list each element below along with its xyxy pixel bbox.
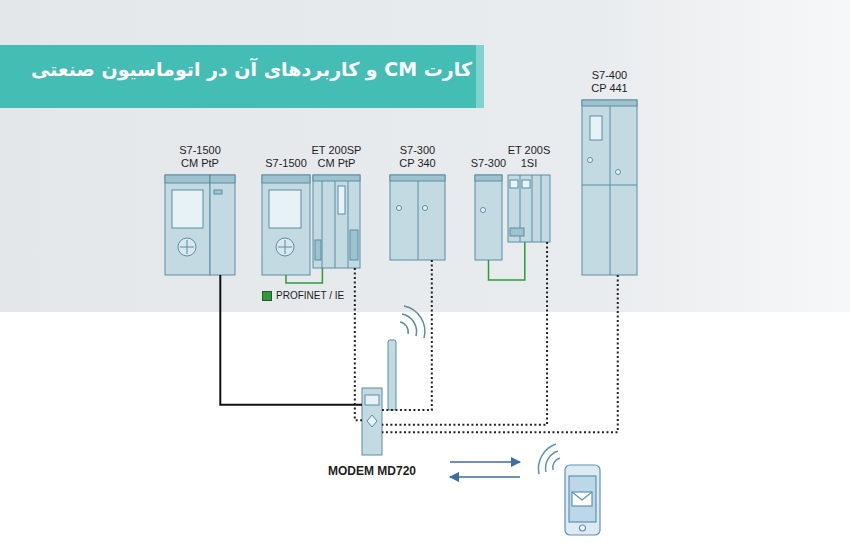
plc-s7-1500: [278, 240, 292, 254]
title-band: [0, 45, 484, 108]
device-heading: S7-400 CP 441: [587, 69, 633, 95]
modem-body: [367, 415, 377, 427]
plc-s7-400: [582, 100, 637, 275]
serial-link: [382, 242, 547, 425]
modem-body: [365, 395, 379, 405]
title-band: [0, 45, 484, 108]
plc-s7-300-cp340: [418, 175, 419, 260]
plc-device: S7-400 CP 441: [582, 100, 637, 275]
plc-s7-1500-cm: [210, 175, 235, 275]
io-station: ET 200SP CM PtP: [313, 175, 360, 268]
background: [0, 0, 850, 312]
device-heading: S7-1500 CM PtP: [174, 144, 226, 170]
background: [0, 312, 850, 550]
plc-s7-1500: [262, 175, 310, 183]
sms-arrows: [450, 462, 520, 477]
plc-s7-1500-cm: [165, 175, 210, 275]
plc-s7-1500-cm: [214, 190, 222, 194]
plc-s7-400: [588, 158, 593, 163]
plc-s7-400: [582, 100, 637, 275]
legend-swatch: [262, 291, 272, 301]
et200sp-station: [322, 178, 348, 268]
serial-link: [220, 275, 362, 405]
device-heading: S7-1500: [260, 157, 312, 170]
modem-antenna: [388, 340, 396, 410]
plc-s7-1500-cm: [180, 240, 194, 254]
plc-s7-1500: [276, 238, 294, 256]
plc-s7-300-et200s: [510, 180, 518, 188]
plc-s7-300-cp340: [397, 206, 402, 211]
mobile-phone: [538, 444, 600, 535]
serial-link: [382, 260, 432, 410]
mobile-phone: [569, 476, 596, 522]
io-station: ET 200S 1SI: [508, 175, 550, 242]
modem-antenna: [400, 306, 425, 338]
profinet-cable: [489, 242, 525, 280]
plc-s7-1500: [262, 175, 310, 275]
profinet-cable: [286, 268, 322, 283]
sms-arrows: [450, 461, 520, 463]
et200sp-station: [313, 175, 360, 268]
modem-body: [362, 388, 382, 455]
plc-device: S7-1500: [262, 175, 310, 275]
device-label: MODEM MD720: [328, 465, 416, 478]
mobile-phone: [565, 465, 600, 535]
plc-s7-300-cp340: [390, 175, 445, 260]
plc-s7-1500-cm: [210, 175, 235, 183]
title-band: [476, 45, 484, 108]
modem-body: [362, 388, 382, 455]
sms-arrows: [450, 476, 520, 478]
plc-s7-400: [590, 116, 602, 140]
plc-s7-1500-cm: [165, 175, 235, 275]
serial-link: [382, 275, 618, 432]
plc-s7-300-cp340: [390, 175, 445, 260]
et200sp-station: [338, 186, 345, 214]
legend-text: PROFINET / IE: [276, 290, 344, 301]
plc-s7-1500-cm: [165, 175, 210, 183]
mobile-phone: [572, 492, 592, 500]
et200sp-station: [313, 175, 360, 268]
plc-s7-400: [582, 100, 637, 106]
page-title: کارت CM و کاربردهای آن در اتوماسیون صنعت…: [12, 58, 472, 80]
legend: PROFINET / IE: [262, 290, 344, 301]
plc-s7-300-et200s: [475, 175, 550, 260]
et200sp-station: [313, 175, 360, 181]
plc-s7-300-et200s: [508, 175, 550, 242]
plc-s7-300-et200s: [475, 175, 502, 181]
plc-s7-300-et200s: [481, 208, 486, 213]
et200sp-station: [315, 240, 321, 260]
plc-s7-1500-cm: [172, 190, 203, 228]
plc-s7-1500: [262, 175, 310, 275]
mobile-phone: [572, 492, 592, 506]
modem-device: MODEM MD720: [362, 388, 382, 455]
modem-antenna: [388, 306, 425, 410]
plc-s7-300-et200s: [522, 180, 530, 188]
plc-s7-400: [582, 100, 637, 275]
plc-s7-400: [616, 170, 621, 175]
plc-s7-1500: [269, 190, 301, 228]
serial-link: [355, 268, 362, 420]
plc-s7-300-cp340: [423, 206, 428, 211]
device-heading: S7-300 CP 340: [395, 144, 441, 170]
mobile-phone: [580, 525, 586, 531]
plc-s7-300-cp340: [390, 175, 445, 181]
device-heading: S7-300: [466, 157, 512, 170]
et200sp-station: [350, 230, 358, 260]
legend-item: PROFINET / IE: [262, 290, 344, 301]
plc-device: S7-300: [475, 175, 502, 260]
device-heading: ET 200SP CM PtP: [309, 144, 364, 170]
plc-s7-300-et200s: [475, 175, 502, 260]
mobile-phone: [538, 444, 560, 474]
plc-device: S7-300 CP 340: [390, 175, 445, 260]
plc-device: S7-1500 CM PtP: [165, 175, 235, 275]
plc-s7-300-et200s: [510, 228, 524, 236]
plc-s7-1500-cm: [178, 238, 196, 256]
device-heading: ET 200S 1SI: [505, 144, 553, 170]
